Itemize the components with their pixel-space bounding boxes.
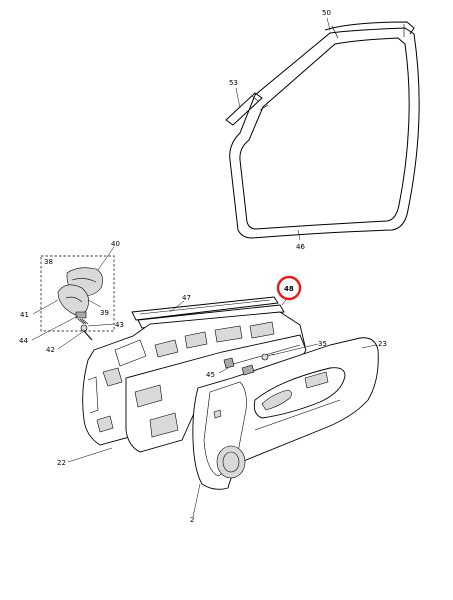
callout-41: 41 (20, 311, 29, 319)
callout-45: 45 (206, 371, 215, 379)
callout-labels: 50 53 46 40 38 41 39 44 42 43 47 48 35 2… (19, 9, 387, 524)
callout-48: 48 (284, 285, 294, 293)
callout-46: 46 (296, 243, 305, 251)
callout-42: 42 (46, 346, 55, 354)
door-trim-panel (192, 337, 379, 490)
callout-44: 44 (19, 337, 28, 345)
highlight-ring (276, 275, 302, 301)
callout-2: 2 (190, 516, 194, 524)
handle-kit-box (40, 255, 115, 341)
callout-50: 50 (322, 9, 331, 17)
callout-53: 53 (229, 79, 238, 87)
callout-35: 35 (318, 340, 327, 348)
callout-22: 22 (57, 459, 66, 467)
door-frame-seal (225, 21, 420, 239)
callout-38: 38 (44, 258, 53, 266)
callout-43: 43 (115, 321, 124, 329)
callout-39: 39 (100, 309, 109, 317)
callout-47: 47 (182, 294, 191, 302)
callout-40: 40 (111, 240, 120, 248)
callout-23: 23 (378, 340, 387, 348)
insulation-panel (125, 334, 307, 453)
